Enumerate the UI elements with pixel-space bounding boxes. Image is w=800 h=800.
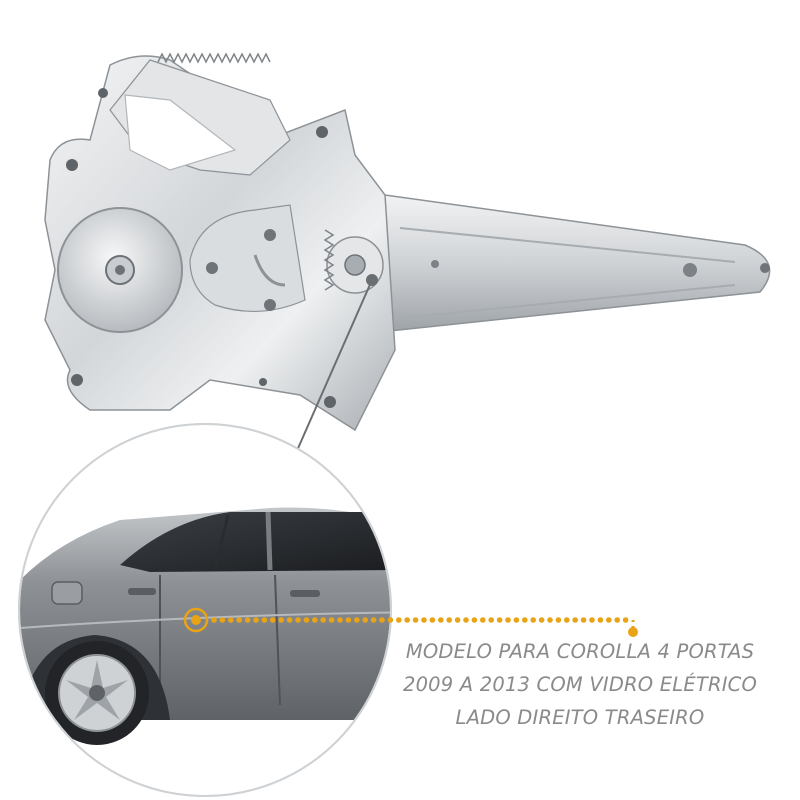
callout-dot <box>538 617 545 623</box>
callout-dot <box>244 617 251 623</box>
callout-dot <box>589 617 595 623</box>
callout-dot <box>522 617 528 623</box>
callout-dot <box>429 617 436 623</box>
callout-dot <box>396 617 402 623</box>
callout-dot <box>387 617 394 623</box>
leader-line <box>291 274 378 463</box>
callout-dot <box>412 617 419 623</box>
callout-dot <box>261 617 268 623</box>
callout-dot <box>345 617 352 623</box>
callout-dot <box>337 617 343 623</box>
callout-dot <box>362 617 369 623</box>
window-regulator <box>44 52 771 432</box>
callout-dot <box>219 617 226 623</box>
callout-dot <box>446 617 453 623</box>
callout-dot <box>404 617 411 623</box>
callout-dot <box>303 617 310 623</box>
callout-dot <box>471 617 478 623</box>
callout-dot <box>480 617 486 623</box>
callout-dot <box>421 617 427 623</box>
callout-dot <box>270 617 276 623</box>
car-windows <box>120 512 390 572</box>
callout-dot <box>370 617 377 623</box>
callout-dot <box>278 617 285 623</box>
callout-dot <box>555 617 562 623</box>
callout-dot <box>286 617 293 623</box>
callout-dot <box>547 617 553 623</box>
car-inset <box>18 423 392 797</box>
callout-dot <box>228 617 234 623</box>
callout-dot <box>312 617 318 623</box>
callout-dot <box>463 617 469 623</box>
callout-dot <box>622 617 629 623</box>
callout-dot <box>580 617 587 623</box>
callout-dot <box>572 617 578 623</box>
car-wheel <box>45 641 149 745</box>
mounting-holes <box>66 88 336 408</box>
callout-dot <box>564 617 570 623</box>
caption-line-2: 2009 A 2013 COM VIDRO ELÉTRICO <box>402 673 758 696</box>
callout-dot <box>354 617 360 623</box>
caption-line-1: MODELO PARA COROLLA 4 PORTAS <box>405 640 755 663</box>
caption-line-3: LADO DIREITO TRASEIRO <box>455 706 705 729</box>
callout-dot <box>530 617 536 623</box>
callout-dot <box>379 617 385 623</box>
callout-dot <box>488 617 495 623</box>
callout-dot <box>320 617 327 623</box>
callout-marker <box>183 607 638 637</box>
callout-dot <box>606 617 612 623</box>
callout-dot <box>253 617 259 623</box>
callout-dot <box>496 617 503 623</box>
callout-dot <box>505 617 511 623</box>
callout-dot <box>513 617 520 623</box>
callout-dot <box>211 617 217 623</box>
callout-dot <box>438 617 444 623</box>
callout-dot <box>328 617 335 623</box>
callout-dot <box>454 617 461 623</box>
callout-dot <box>236 617 242 623</box>
callout-dot <box>597 617 604 623</box>
regulator-arm <box>329 194 771 333</box>
callout-dot <box>614 617 620 623</box>
callout-dot <box>295 617 301 623</box>
